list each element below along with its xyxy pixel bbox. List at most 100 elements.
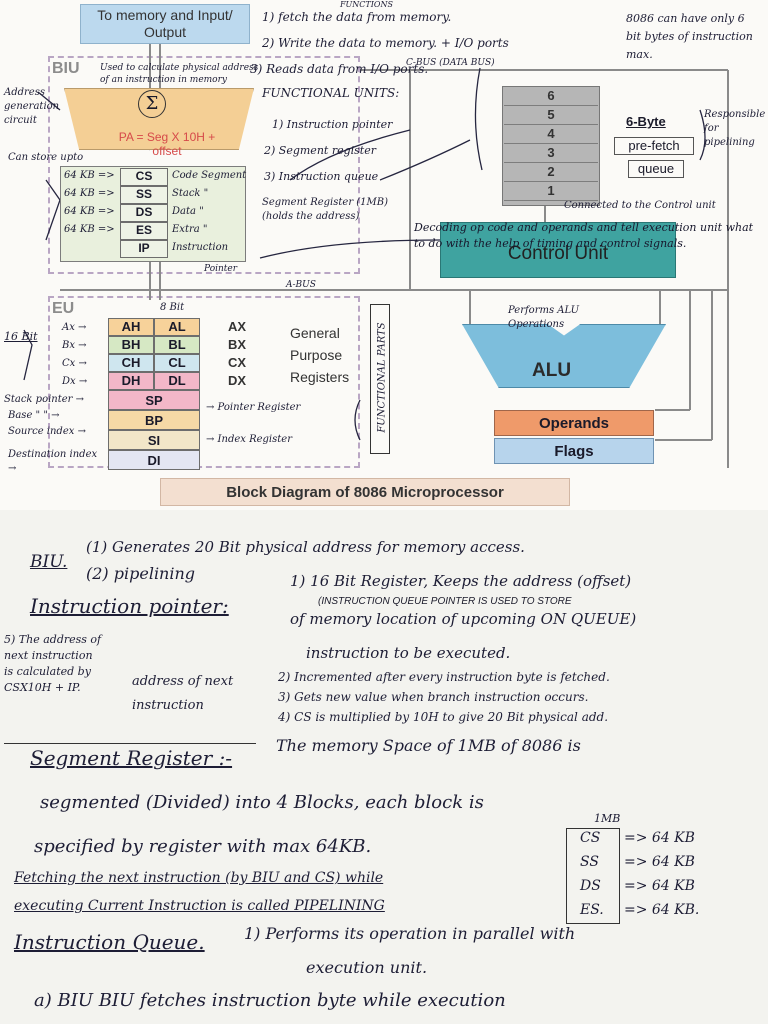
segment-note-ss: Stack " <box>172 188 209 199</box>
biu-pipelining: (2) pipelining <box>86 564 196 583</box>
memory-io-box: To memory and Input/ Output <box>80 4 250 44</box>
ip-1d: instruction to be executed. <box>306 644 511 662</box>
responsible-note: Responsible for pipelining <box>704 109 766 148</box>
register-al: AL <box>154 318 200 336</box>
function-1: 1) fetch the data from memory. <box>262 10 452 24</box>
a-bus-label: A-BUS <box>286 280 316 290</box>
performs-alu-note: Performs ALU Operations <box>508 305 580 330</box>
fetch-1: Fetching the next instruction (by BIU an… <box>14 870 384 886</box>
dx-note: Dx → <box>62 376 88 387</box>
register-ah: AH <box>108 318 154 336</box>
segment-register-ss: SS <box>120 186 168 204</box>
biu-region <box>48 56 360 274</box>
segment-register-ip: IP <box>120 240 168 258</box>
stack-pointer-note: Stack pointer → <box>4 394 85 405</box>
memory-block-1: SS <box>580 854 599 870</box>
queue-slot-2: 2 <box>504 164 598 182</box>
iq-3: a) BIU BIU fetches instruction byte whil… <box>34 990 506 1011</box>
segment-note-ds: Data " <box>172 206 204 217</box>
functional-units-head: FUNCTIONAL UNITS: <box>262 86 400 100</box>
bus-lines <box>23 44 729 468</box>
side-note-1: 5) The address of next instruction is ca… <box>4 633 102 694</box>
queue-label: queue <box>628 160 684 178</box>
register-si: SI <box>108 430 200 450</box>
queue-slot-4: 4 <box>504 126 598 144</box>
segment-3: specified by register with max 64KB. <box>34 836 372 857</box>
iq-1: 1) Performs its operation in parallel wi… <box>244 924 576 943</box>
segment-kb-note: 64 KB => <box>64 206 115 217</box>
memory-block-3: ES. <box>580 902 604 918</box>
segment-register-es: ES <box>120 222 168 240</box>
segment-kb-note: 64 KB => <box>64 224 115 235</box>
address-gen-note: Address generation circuit <box>4 87 60 126</box>
ip-1c: of memory location of upcoming ON QUEUE) <box>290 610 637 628</box>
block-diagram: To memory and Input/ Output BIU EU <box>0 0 768 510</box>
c-bus-label: C-BUS (DATA BUS) <box>406 58 495 68</box>
connected-note: Connected to the Control unit <box>564 200 716 211</box>
ip-pointer-note: Pointer <box>204 264 238 274</box>
iq-2: execution unit. <box>306 958 428 977</box>
fu-3: 3) Instruction queue <box>264 170 379 183</box>
note-8086-max: 8086 can have only 6 bit bytes of instru… <box>626 12 753 61</box>
16-bit-note: 16 Bit <box>4 330 38 343</box>
fu-2: 2) Segment register <box>264 144 376 157</box>
source-index-note: Source index → <box>8 426 86 437</box>
memory-block-size-3: => 64 KB. <box>624 902 700 918</box>
segment-1: The memory Space of 1MB of 8086 is <box>276 736 581 755</box>
queue-slot-1: 1 <box>504 183 598 201</box>
biu-generates: (1) Generates 20 Bit physical address fo… <box>86 538 525 556</box>
queue-slot-6: 6 <box>504 88 598 106</box>
instruction-queue <box>502 86 600 206</box>
segment-register-ds: DS <box>120 204 168 222</box>
segment-heading: Segment Register :- <box>30 746 233 770</box>
segment-note-ip: Instruction <box>172 242 229 253</box>
segment-note-es: Extra " <box>172 224 208 235</box>
register-dl: DL <box>154 372 200 390</box>
register-bl: BL <box>154 336 200 354</box>
destination-index-note: Destination index → <box>8 449 98 474</box>
ax-note: Ax → <box>62 322 87 333</box>
flags-box: Flags <box>494 438 654 464</box>
segment-kb-note: 64 KB => <box>64 170 115 181</box>
side-note-2: address of next instruction <box>132 674 234 713</box>
segment-2: segmented (Divided) into 4 Blocks, each … <box>40 792 484 813</box>
operands-box: Operands <box>494 410 654 436</box>
register-dh: DH <box>108 372 154 390</box>
pointer-register-note: → Pointer Register <box>206 402 301 413</box>
memory-block-size-1: => 64 KB <box>624 854 695 870</box>
memory-block-2: DS <box>580 878 601 894</box>
iq-heading: Instruction Queue. <box>14 930 205 954</box>
register-sp: SP <box>108 390 200 410</box>
fetch-2: executing Current Instruction is called … <box>14 898 385 914</box>
ip-4: 4) CS is multiplied by 10H to give 20 Bi… <box>278 710 609 724</box>
ip-2: 2) Incremented after every instruction b… <box>278 670 610 684</box>
queue-slot-5: 5 <box>504 107 598 125</box>
memory-block-size-2: => 64 KB <box>624 878 695 894</box>
register-ch: CH <box>108 354 154 372</box>
8-bit-note: 8 Bit <box>160 302 185 313</box>
register-bh: BH <box>108 336 154 354</box>
functional-parts-label: FUNCTIONAL PARTS <box>376 322 388 433</box>
segment-kb-note: 64 KB => <box>64 188 115 199</box>
used-to-note: Used to calculate physical address of an… <box>100 63 259 85</box>
prefetch-label: pre-fetch <box>614 137 694 155</box>
queue-slot-3: 3 <box>504 145 598 163</box>
segment-register-cs: CS <box>120 168 168 186</box>
register-di: DI <box>108 450 200 470</box>
diagram-title: Block Diagram of 8086 Microprocessor <box>160 478 570 506</box>
side-box <box>4 630 256 744</box>
gp-registers-label: General Purpose Registers <box>290 325 350 385</box>
ip-1: 1) 16 Bit Register, Keeps the address (o… <box>290 572 632 590</box>
sigma-symbol: Σ <box>138 90 166 118</box>
control-unit: Control Unit <box>440 222 676 278</box>
alu-label: ALU <box>532 360 572 381</box>
biu-label: BIU <box>52 60 80 77</box>
index-register-note: → Index Register <box>206 434 292 445</box>
prefetch-6byte-label: 6-Byte <box>626 114 666 129</box>
function-3: 3) Reads data from I/O ports. <box>250 62 429 76</box>
register-cl: CL <box>154 354 200 372</box>
cx-note: Cx → <box>62 358 87 369</box>
bx-note: Bx → <box>62 340 87 351</box>
decoding-note: Decoding op code and operands and tell e… <box>414 221 754 250</box>
register-dx: DX <box>228 373 247 388</box>
